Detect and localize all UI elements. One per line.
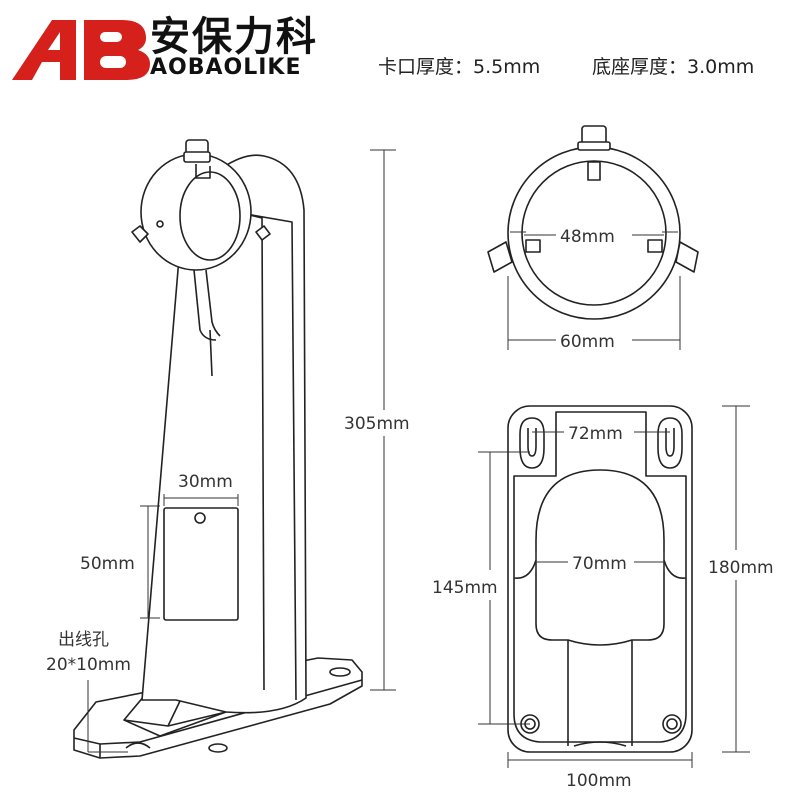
ring-inner-dimension: 48mm: [524, 227, 664, 247]
ring-outer-dimension: 60mm: [507, 276, 681, 352]
keyhole-slot: [519, 417, 545, 469]
hole-height-label: 50mm: [80, 554, 135, 574]
brand-english-name: AOBAOLIKE: [150, 55, 302, 80]
hole-height-dimension: 50mm: [80, 505, 160, 619]
inner-width-dimension: 70mm: [535, 552, 665, 574]
ring-outer-label: 60mm: [560, 332, 615, 352]
hole-spacing-dimension: 145mm: [432, 451, 530, 725]
brand-logo: [12, 20, 150, 80]
height-label: 305mm: [344, 414, 410, 434]
cable-hole-size: 20*10mm: [46, 655, 131, 675]
base-thickness-spec: 底座厚度：3.0mm: [592, 56, 755, 78]
base-screw-hole: [208, 743, 228, 753]
slot-spacing-dimension: 72mm: [532, 424, 670, 444]
base-bottom-view: [507, 405, 693, 753]
logo-mark: [12, 20, 150, 80]
hole-width-label: 30mm: [178, 472, 233, 492]
clamp-thickness-spec: 卡口厚度：5.5mm: [378, 56, 541, 78]
ring-inner-label: 48mm: [560, 227, 615, 247]
access-hole: [163, 507, 239, 621]
ring-top-view: [487, 125, 699, 320]
base-screw-hole: [329, 667, 351, 677]
base-length-label: 180mm: [708, 558, 774, 578]
hole-width-dimension: 30mm: [163, 472, 239, 506]
height-dimension: 305mm: [344, 149, 410, 691]
cable-hole-annotation: 出线孔 20*10mm: [46, 630, 131, 753]
hole-spacing-label: 145mm: [432, 578, 498, 598]
bracket-side-view: [73, 139, 363, 759]
inner-width-label: 70mm: [572, 554, 627, 574]
base-width-dimension: 100mm: [507, 752, 693, 791]
base-length-dimension: 180mm: [708, 405, 774, 753]
side-ring-clamp: [131, 139, 271, 271]
cable-hole-title: 出线孔: [58, 630, 109, 650]
base-corner-hole: [662, 714, 682, 734]
keyhole-slot: [657, 417, 683, 469]
base-width-label: 100mm: [566, 771, 632, 791]
brand-chinese-name: 安保力科: [150, 14, 318, 60]
slot-spacing-label: 72mm: [568, 424, 623, 444]
